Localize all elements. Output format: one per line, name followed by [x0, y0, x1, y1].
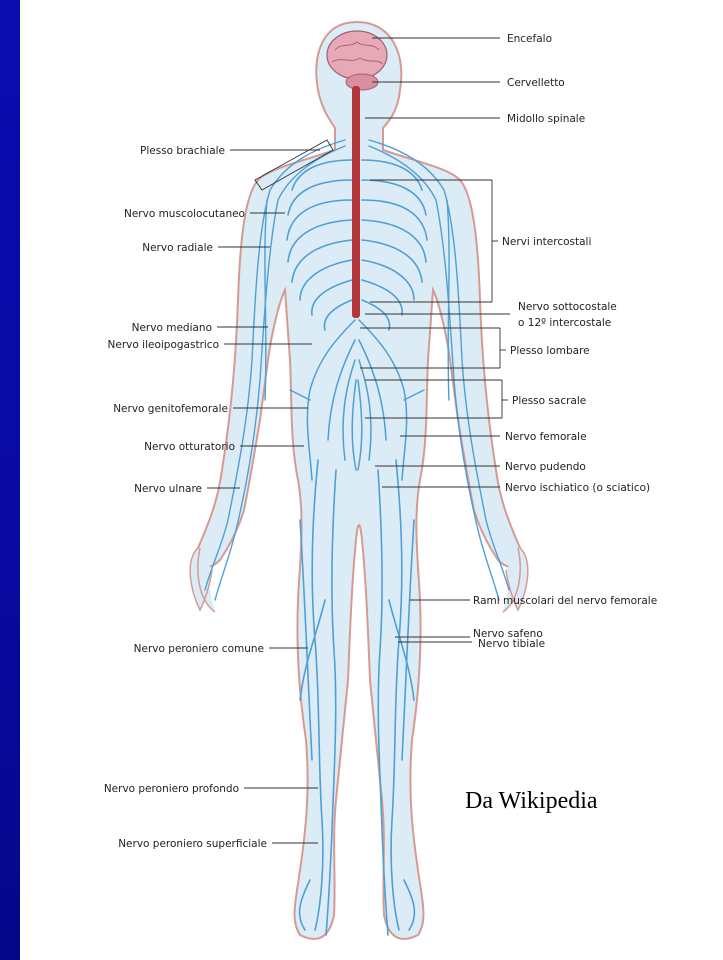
label-rami-muscolari: Rami muscolari del nervo femorale [473, 595, 657, 607]
label-plesso-sacrale: Plesso sacrale [512, 395, 586, 407]
label-encefalo: Encefalo [507, 33, 552, 45]
label-nervo-muscolocutaneo: Nervo muscolocutaneo [124, 208, 245, 220]
label-nervo-mediano: Nervo mediano [132, 322, 212, 334]
label-nervo-radiale: Nervo radiale [142, 242, 213, 254]
label-nervo-peroniero-comune: Nervo peroniero comune [134, 643, 264, 655]
label-nervo-genitofemorale: Nervo genitofemorale [113, 403, 228, 415]
label-nervo-tibiale: Nervo tibiale [478, 638, 545, 650]
label-nervo-otturatorio: Nervo otturatorio [144, 441, 235, 453]
label-plesso-lombare: Plesso lombare [510, 345, 590, 357]
label-nervo-ileoipogastrico: Nervo ileoipogastrico [108, 339, 219, 351]
spinal-cord [352, 86, 360, 318]
label-cervelletto: Cervelletto [507, 77, 565, 89]
label-nervo-pudendo: Nervo pudendo [505, 461, 586, 473]
label-nervo-sottocostale: Nervo sottocostale [518, 301, 617, 313]
label-midollo-spinale: Midollo spinale [507, 113, 585, 125]
label-nervo-peroniero-superficiale: Nervo peroniero superficiale [118, 838, 267, 850]
label-nervo-ulnare: Nervo ulnare [134, 483, 202, 495]
label-12-intercostale: o 12º intercostale [518, 317, 611, 329]
label-nervo-peroniero-profondo: Nervo peroniero profondo [104, 783, 239, 795]
label-nervi-intercostali: Nervi intercostali [502, 236, 591, 248]
credit-text: Da Wikipedia [465, 788, 598, 814]
label-nervo-femorale: Nervo femorale [505, 431, 587, 443]
label-nervo-ischiatico: Nervo ischiatico (o sciatico) [505, 482, 650, 494]
label-plesso-brachiale: Plesso brachiale [140, 145, 225, 157]
